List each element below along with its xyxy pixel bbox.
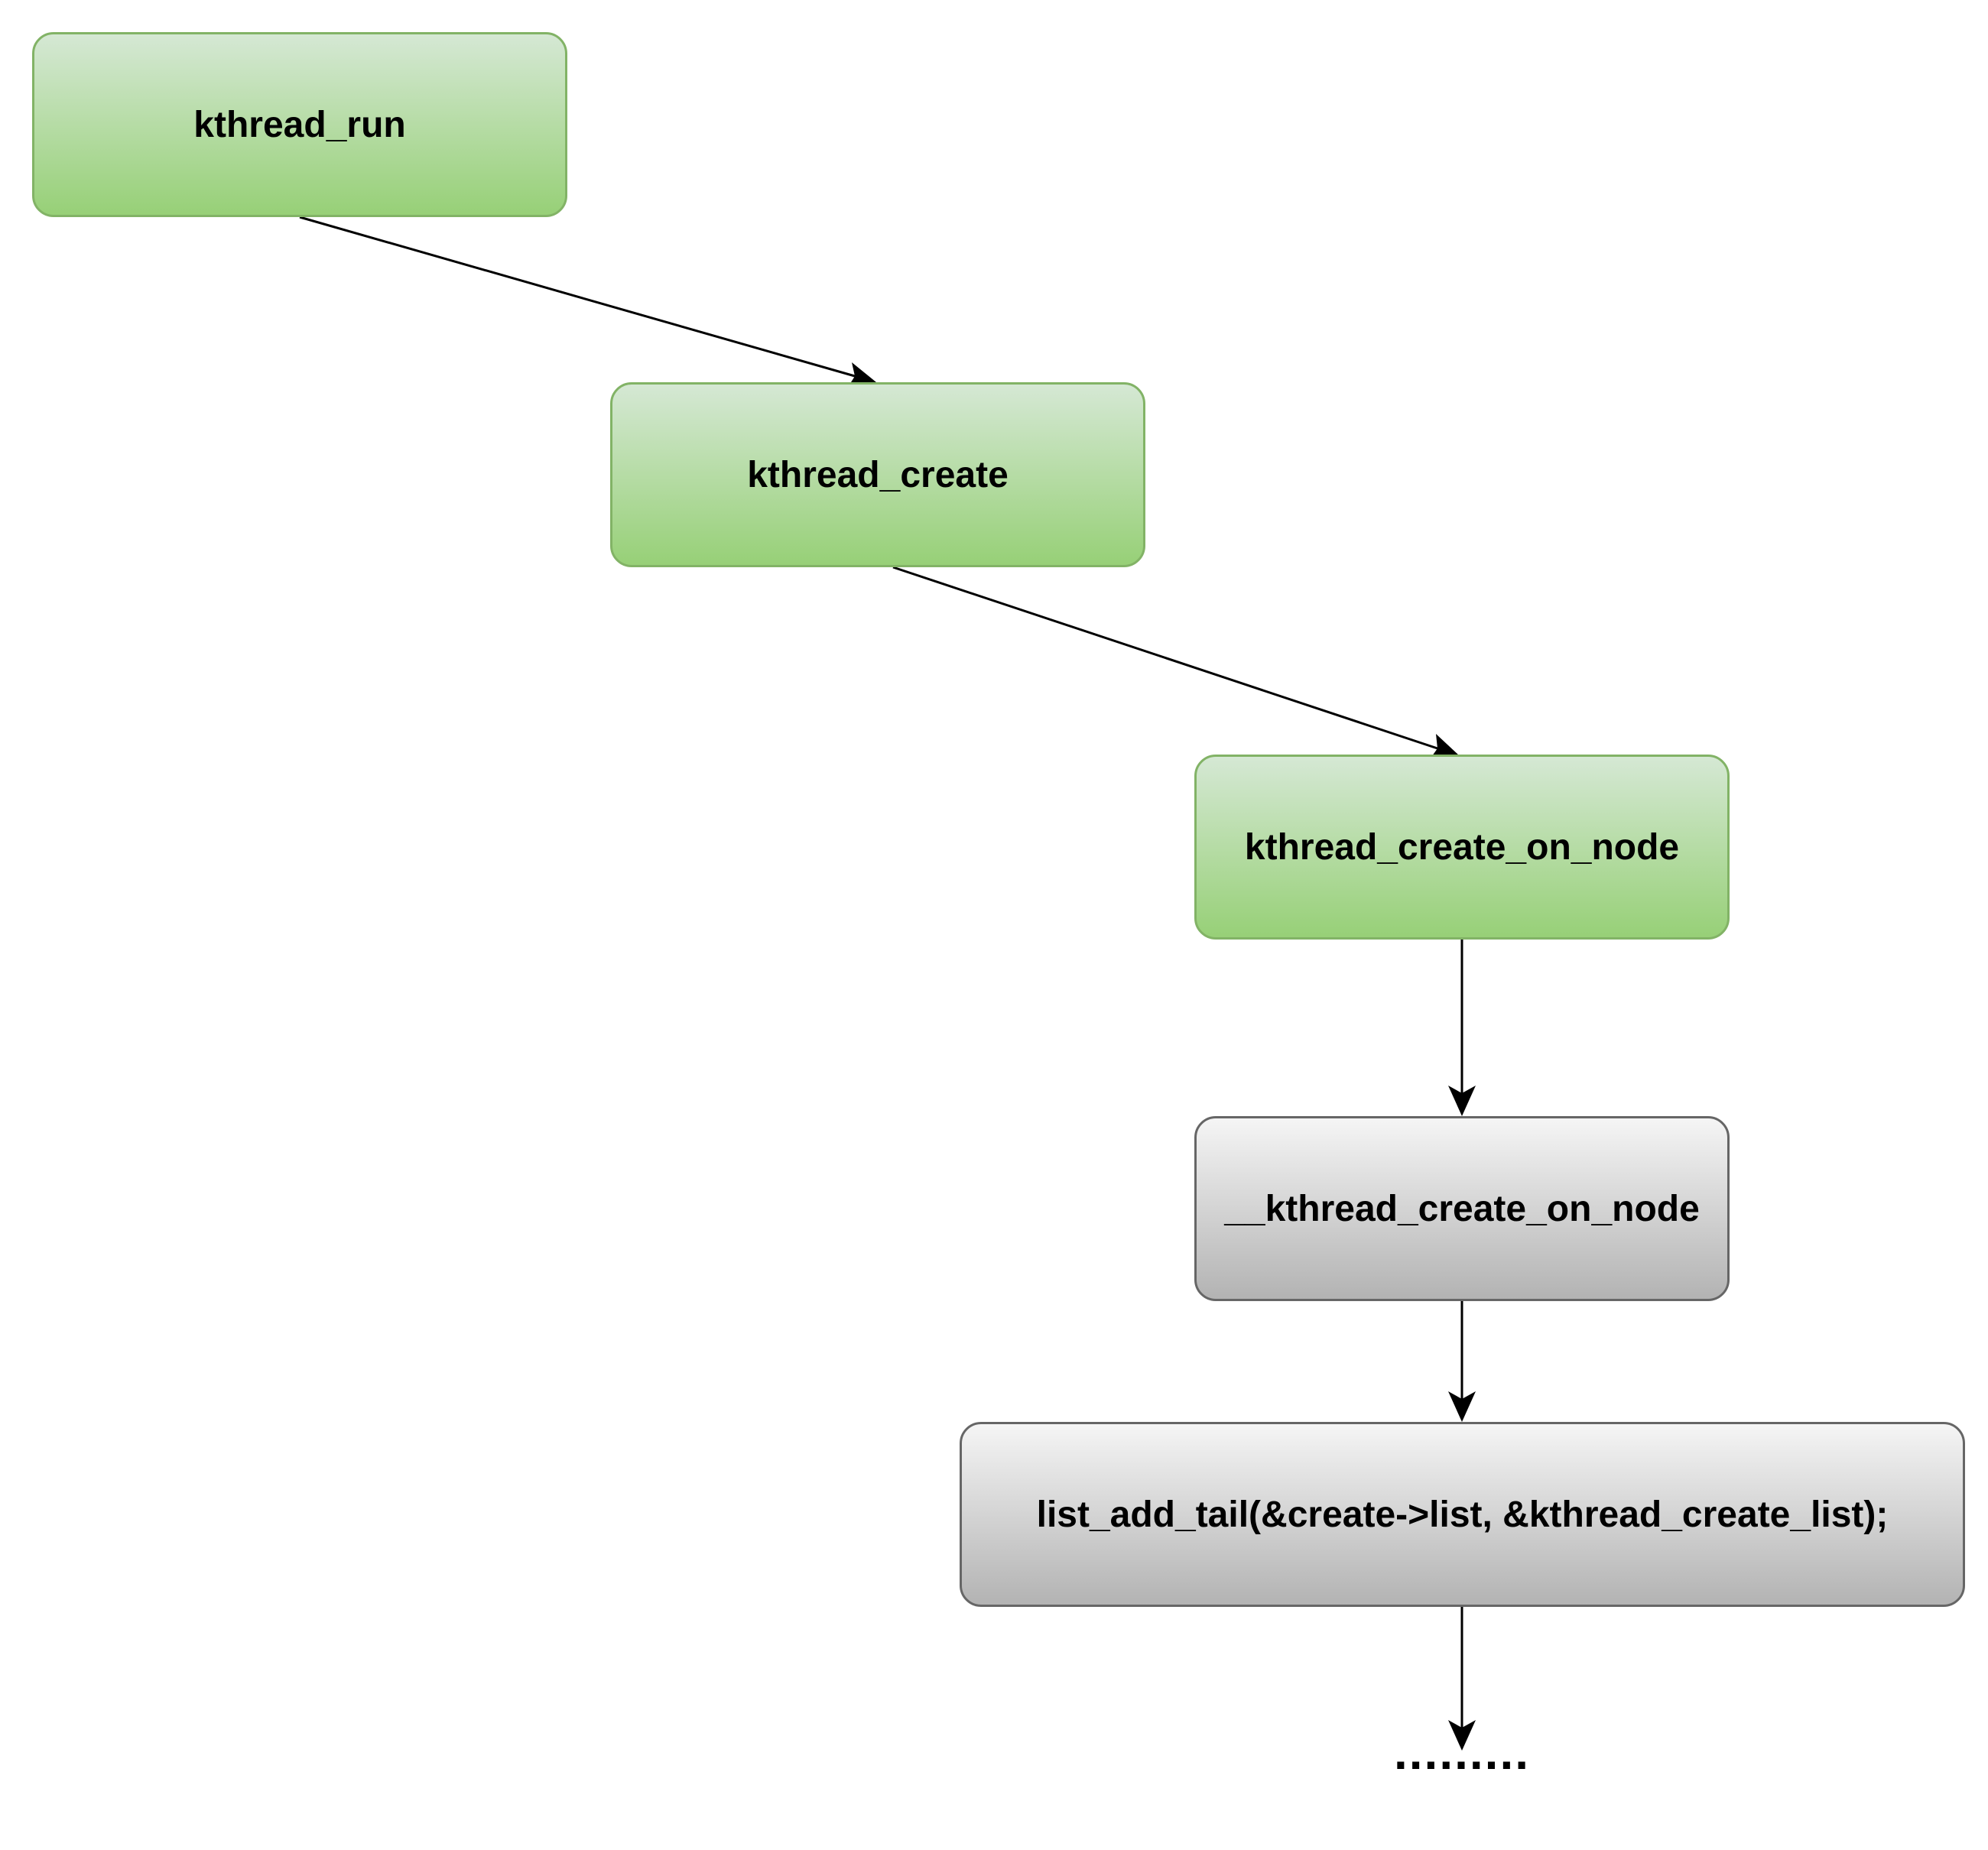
edge-internal-to-list-add-tail	[1448, 1301, 1476, 1422]
node-kthread-run: kthread_run	[32, 32, 567, 217]
node-list-add-tail: list_add_tail(&create->list, &kthread_cr…	[960, 1422, 1965, 1607]
node-internal-kthread-create-on-node: __kthread_create_on_node	[1194, 1116, 1730, 1301]
edge-create-on-node-to-internal	[1448, 940, 1476, 1116]
node-kthread-create: kthread_create	[610, 382, 1145, 567]
edge-create-to-create-on-node	[892, 566, 1459, 761]
node-label: __kthread_create_on_node	[1224, 1188, 1700, 1229]
node-kthread-create-on-node: kthread_create_on_node	[1194, 755, 1730, 940]
node-label: kthread_run	[193, 104, 406, 145]
edge-run-to-create	[299, 216, 876, 388]
continuation-ellipsis: .........	[1393, 1725, 1531, 1780]
node-label: kthread_create_on_node	[1244, 826, 1680, 868]
node-label: kthread_create	[747, 454, 1009, 495]
node-label: list_add_tail(&create->list, &kthread_cr…	[1036, 1494, 1889, 1535]
edge-list-add-tail-to-continuation	[1448, 1607, 1476, 1751]
